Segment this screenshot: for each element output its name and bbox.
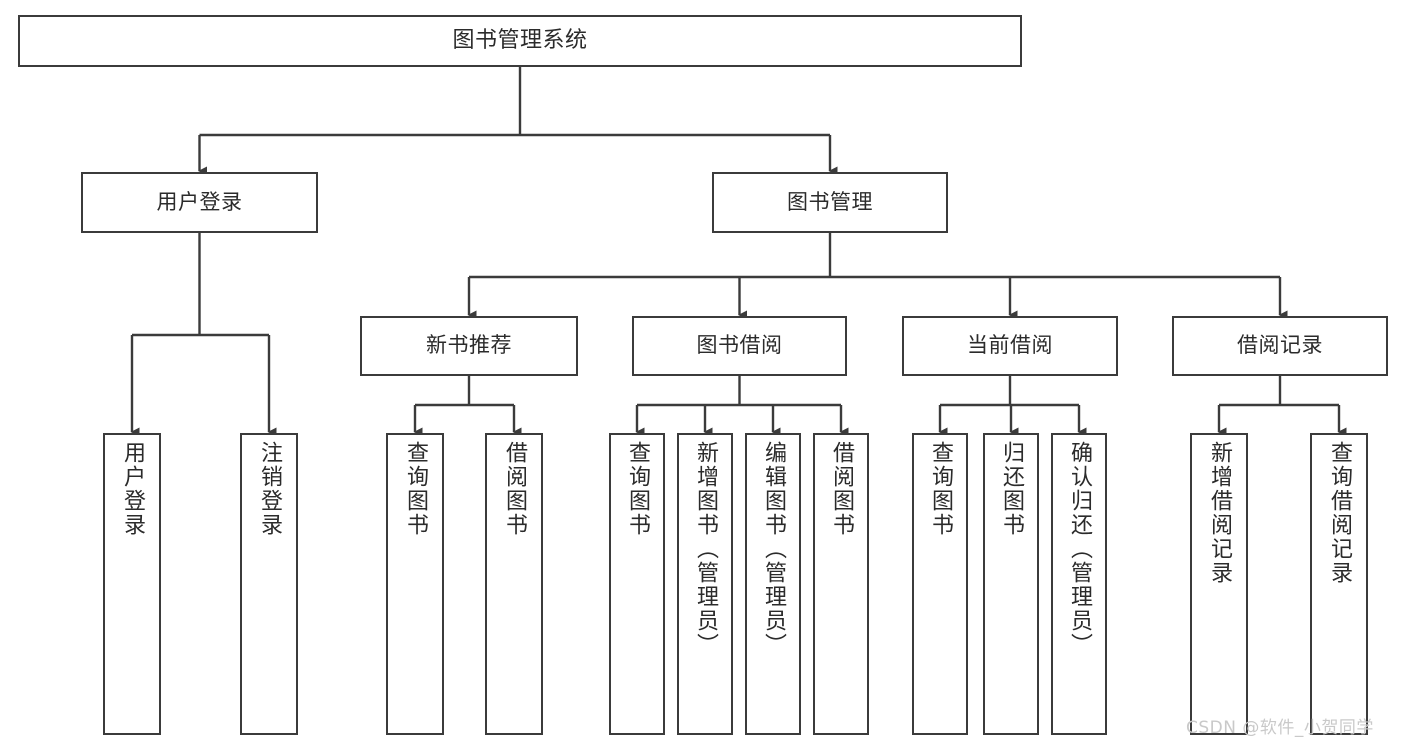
node-label: 确认归还（管理员）: [1066, 441, 1092, 657]
node-leaf-query-book-1[interactable]: 查询图书: [386, 433, 444, 735]
node-label: 查询图书: [927, 441, 953, 537]
node-label: 查询图书: [624, 441, 650, 537]
node-label: 查询图书: [402, 441, 428, 537]
node-leaf-query-book-3[interactable]: 查询图书: [912, 433, 968, 735]
node-leaf-query-book-2[interactable]: 查询图书: [609, 433, 665, 735]
node-leaf-confirm-return[interactable]: 确认归还（管理员）: [1051, 433, 1107, 735]
node-label: 查询借阅记录: [1326, 441, 1352, 585]
node-label: 用户登录: [119, 441, 145, 537]
node-label: 借阅记录: [1237, 333, 1323, 358]
node-leaf-add-book[interactable]: 新增图书（管理员）: [677, 433, 733, 735]
node-leaf-borrow-book-2[interactable]: 借阅图书: [813, 433, 869, 735]
node-book-management[interactable]: 图书管理: [712, 172, 948, 233]
node-label: 借阅图书: [828, 441, 854, 537]
node-label: 用户登录: [156, 189, 243, 214]
node-book-borrow[interactable]: 图书借阅: [632, 316, 847, 376]
node-leaf-return-book[interactable]: 归还图书: [983, 433, 1039, 735]
node-leaf-query-record[interactable]: 查询借阅记录: [1310, 433, 1368, 735]
node-label: 新增图书（管理员）: [692, 441, 718, 657]
node-label: 图书借阅: [696, 333, 783, 358]
node-leaf-user-login[interactable]: 用户登录: [103, 433, 161, 735]
node-new-book-recommend[interactable]: 新书推荐: [360, 316, 578, 376]
node-leaf-borrow-book-1[interactable]: 借阅图书: [485, 433, 543, 735]
node-current-borrow[interactable]: 当前借阅: [902, 316, 1118, 376]
node-label: 新书推荐: [426, 333, 512, 358]
node-label: 图书管理: [787, 189, 873, 214]
node-label: 新增借阅记录: [1206, 441, 1232, 585]
node-label: 当前借阅: [967, 333, 1053, 358]
node-leaf-add-record[interactable]: 新增借阅记录: [1190, 433, 1248, 735]
node-label: 借阅图书: [501, 441, 527, 537]
node-label: 图书管理系统: [452, 27, 588, 53]
node-leaf-edit-book[interactable]: 编辑图书（管理员）: [745, 433, 801, 735]
node-user-login[interactable]: 用户登录: [81, 172, 318, 233]
node-borrow-record[interactable]: 借阅记录: [1172, 316, 1388, 376]
node-root[interactable]: 图书管理系统: [18, 15, 1022, 67]
node-leaf-logout[interactable]: 注销登录: [240, 433, 298, 735]
node-label: 归还图书: [998, 441, 1024, 537]
watermark-text: CSDN @软件_小贺同学: [1186, 718, 1374, 738]
node-label: 编辑图书（管理员）: [760, 441, 786, 657]
node-label: 注销登录: [256, 441, 282, 537]
